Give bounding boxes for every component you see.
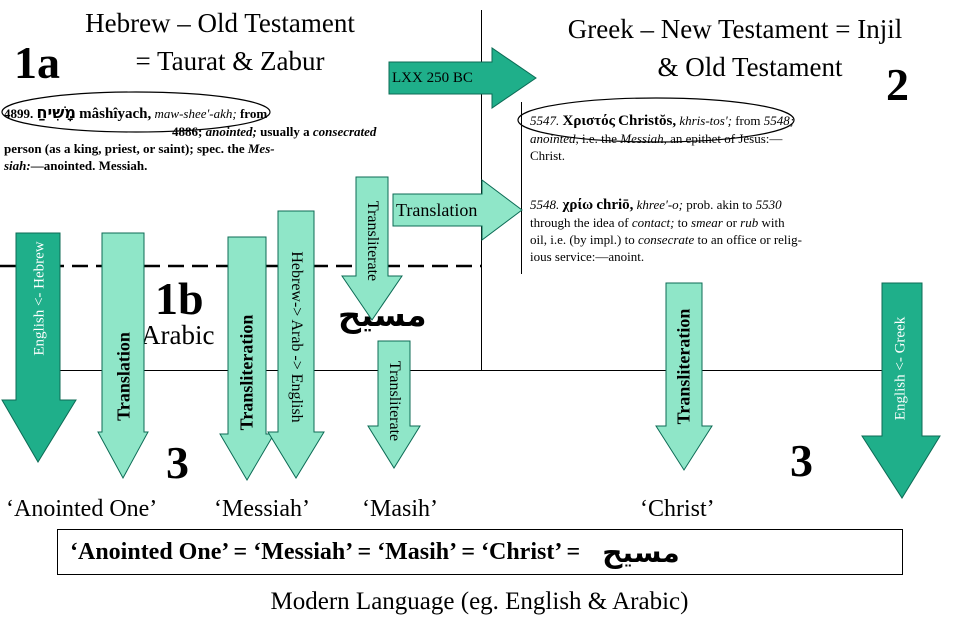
hebrew-heading-line2: = Taurat & Zabur xyxy=(135,46,325,76)
transliteration-right-label: Transliteration xyxy=(673,308,694,425)
translation-right-arrow xyxy=(392,179,523,241)
greek-5548-consecrate: consecrate xyxy=(637,232,695,247)
english-greek-arrow xyxy=(861,282,941,499)
hebrew-ref: 4886; xyxy=(172,124,203,139)
greek-5547-anointed: anointed, xyxy=(530,131,579,146)
greek-5547-epithet: an epithet of Jesus:— xyxy=(670,131,783,146)
hebrew-gloss: anointed; xyxy=(205,124,257,139)
greek-5548-line4: ious service:—anoint. xyxy=(530,249,645,264)
arabic-label: Arabic xyxy=(141,320,215,350)
english-hebrew-label: English <- Hebrew xyxy=(31,241,48,356)
lxx-label: LXX 250 BC xyxy=(392,70,473,86)
hebrew-arab-english-label: Hebrew-> Arab -> English xyxy=(288,251,305,423)
greek-5547-from: from xyxy=(735,113,761,128)
greek-heading-line1: Greek – New Testament = Injil xyxy=(567,14,903,44)
hebrew-script: מָשִׁיחַ xyxy=(36,103,76,122)
translation-right-label: Translation xyxy=(396,200,478,220)
english-hebrew-arrow xyxy=(1,232,77,463)
equation-text: ‘Anointed One’ = ‘Messiah’ = ‘Masih’ = ‘… xyxy=(70,538,581,565)
hebrew-line3: person (as a king, priest, or saint); sp… xyxy=(4,141,245,156)
transliteration-left-label: Transliteration xyxy=(236,314,257,431)
translation-label: Translation xyxy=(113,332,134,421)
greek-5547-messiah: Messiah, xyxy=(620,131,667,146)
marker-2: 2 xyxy=(886,59,909,110)
hebrew-from: from xyxy=(239,106,268,121)
hebrew-mes: Mes- xyxy=(247,141,275,156)
marker-3-left: 3 xyxy=(166,437,189,488)
hebrew-line4: —anointed. Messiah. xyxy=(30,158,148,173)
greek-5547-headword: Christŏs, xyxy=(618,113,677,129)
greek-5548-line3b: to an office or relig- xyxy=(697,232,802,247)
equation-box: ‘Anointed One’ = ‘Messiah’ = ‘Masih’ = ‘… xyxy=(57,529,903,575)
label-christ: ‘Christ’ xyxy=(640,496,715,522)
translation-arrow xyxy=(97,232,149,480)
transliterate-low-arrow xyxy=(367,340,421,469)
greek-5548-line3: oil, i.e. (by impl.) to xyxy=(530,232,635,247)
hebrew-headword-ellipse xyxy=(1,91,271,133)
greek-5548-line2: through the idea of xyxy=(530,215,629,230)
greek-headword-ellipse xyxy=(517,97,795,143)
greek-5548-pron: khree'-o; xyxy=(636,197,683,212)
greek-5548-number: 5548. xyxy=(530,197,560,212)
lxx-arrow xyxy=(388,47,537,109)
greek-5548-smear: smear xyxy=(691,215,723,230)
greek-5547-script: Χριστός xyxy=(562,113,615,129)
hebrew-headword: mâshîyach, xyxy=(79,106,152,122)
transliteration-right-arrow xyxy=(655,282,713,471)
transliterate-top-arrow xyxy=(341,176,403,321)
english-greek-label: English <- Greek xyxy=(892,316,909,421)
transliterate-low-label: Transliterate xyxy=(386,360,403,442)
label-anointed-one: ‘Anointed One’ xyxy=(6,496,158,522)
greek-5548-prob: prob. akin to xyxy=(686,197,753,212)
greek-5548-script: χρίω xyxy=(562,197,594,213)
greek-5548-to: to xyxy=(677,215,688,230)
hebrew-entry: 4899. מָשִׁיחַ mâshîyach, maw-shee'-akh;… xyxy=(4,104,464,174)
greek-5548-with: with xyxy=(761,215,785,230)
hebrew-pron: maw-shee'-akh; xyxy=(154,106,237,121)
greek-5547-number: 5547. xyxy=(530,113,560,128)
greek-5548-contact: contact; xyxy=(631,215,675,230)
transliteration-left-arrow xyxy=(219,236,275,481)
greek-5547-christ: Christ. xyxy=(530,148,566,163)
greek-entry-5548: 5548. χρίω chriō, khree'-o; prob. akin t… xyxy=(530,196,955,265)
label-masih: ‘Masih’ xyxy=(362,496,438,522)
hebrew-heading-line1: Hebrew – Old Testament xyxy=(85,8,355,38)
greek-5547-pron: khris-tos'; xyxy=(679,113,732,128)
greek-5548-or: or xyxy=(726,215,737,230)
hebrew-arab-english-arrow xyxy=(267,210,325,479)
greek-entry-rule xyxy=(521,102,522,274)
hebrew-siah: siah: xyxy=(4,158,31,173)
horizontal-divider xyxy=(40,370,920,371)
hebrew-entry-number: 4899. xyxy=(4,106,34,121)
greek-5548-ref: 5530 xyxy=(755,197,782,212)
greek-heading-line2: & Old Testament xyxy=(657,52,843,82)
greek-5548-headword: chriō, xyxy=(596,197,634,213)
greek-5548-rub: rub xyxy=(740,215,759,230)
footer-caption: Modern Language (eg. English & Arabic) xyxy=(270,588,689,615)
marker-1a: 1a xyxy=(14,37,60,88)
hebrew-line2: usually a xyxy=(260,124,310,139)
marker-3-right: 3 xyxy=(790,435,813,486)
equation-arabic-word: مسيح xyxy=(602,535,680,569)
marker-1b: 1b xyxy=(155,273,204,324)
greek-entry-5547: 5547. Χριστός Christŏs, khris-tos'; from… xyxy=(530,112,955,164)
greek-5547-ref: 5548; xyxy=(763,113,795,128)
transliterate-top-label: Transliterate xyxy=(364,200,381,282)
hebrew-consecrated: consecrated xyxy=(312,124,377,139)
label-messiah: ‘Messiah’ xyxy=(214,496,310,522)
greek-5547-ie: i.e. the xyxy=(582,131,618,146)
